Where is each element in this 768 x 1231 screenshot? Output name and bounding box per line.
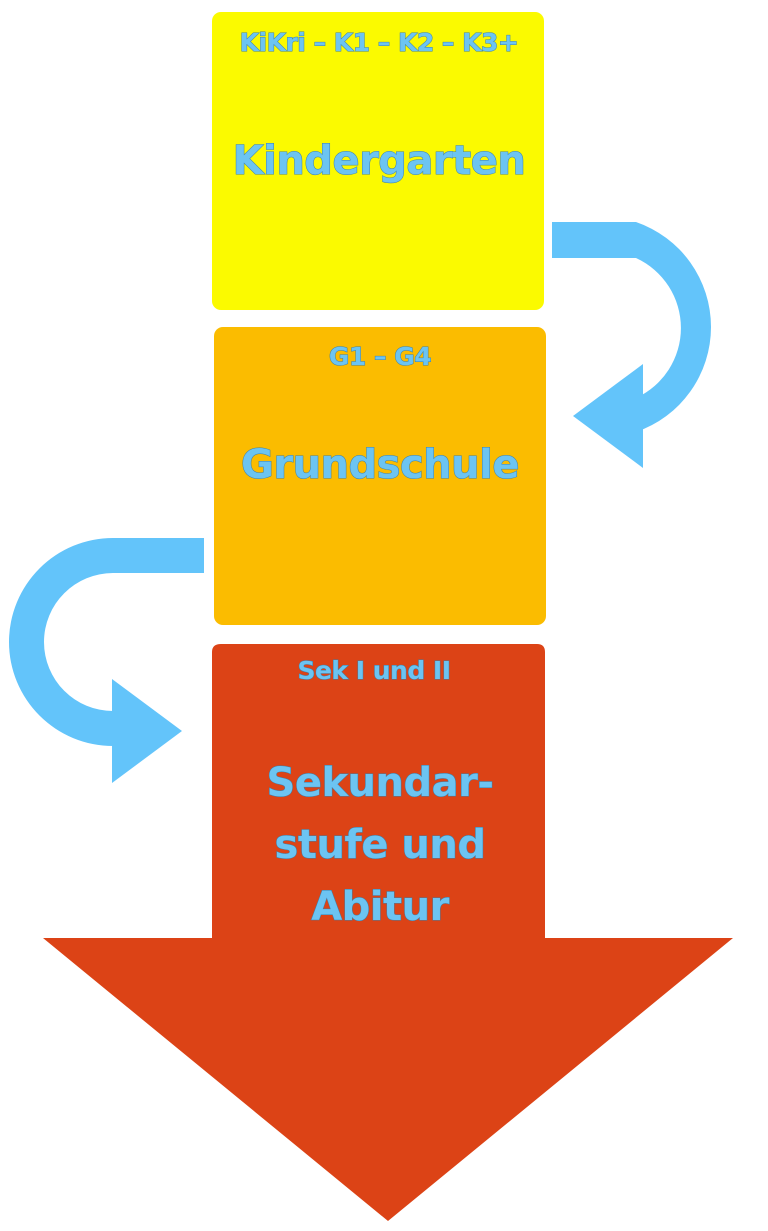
kindergarten-box — [212, 12, 544, 310]
curved-arrow-right — [552, 222, 711, 468]
grundschule-box — [214, 327, 546, 625]
grundschule-title: Grundschule — [241, 442, 520, 489]
kindergarten-title: Kindergarten — [232, 138, 526, 185]
sekundarstufe-title: Sekundar- stufe und Abitur — [214, 752, 546, 938]
sekundarstufe-title-line: Sekundar- — [266, 760, 494, 807]
kindergarten-levels-label: KiKri – K1 – K2 – K3+ — [239, 28, 519, 58]
sekundarstufe-arrow — [43, 644, 733, 1221]
sekundarstufe-levels-label: Sek I und II — [297, 656, 452, 686]
curved-arrow-left — [9, 538, 204, 783]
sekundarstufe-title-line: stufe und — [274, 822, 486, 869]
grundschule-levels-label: G1 – G4 — [328, 342, 432, 372]
sekundarstufe-title-line: Abitur — [311, 884, 450, 931]
